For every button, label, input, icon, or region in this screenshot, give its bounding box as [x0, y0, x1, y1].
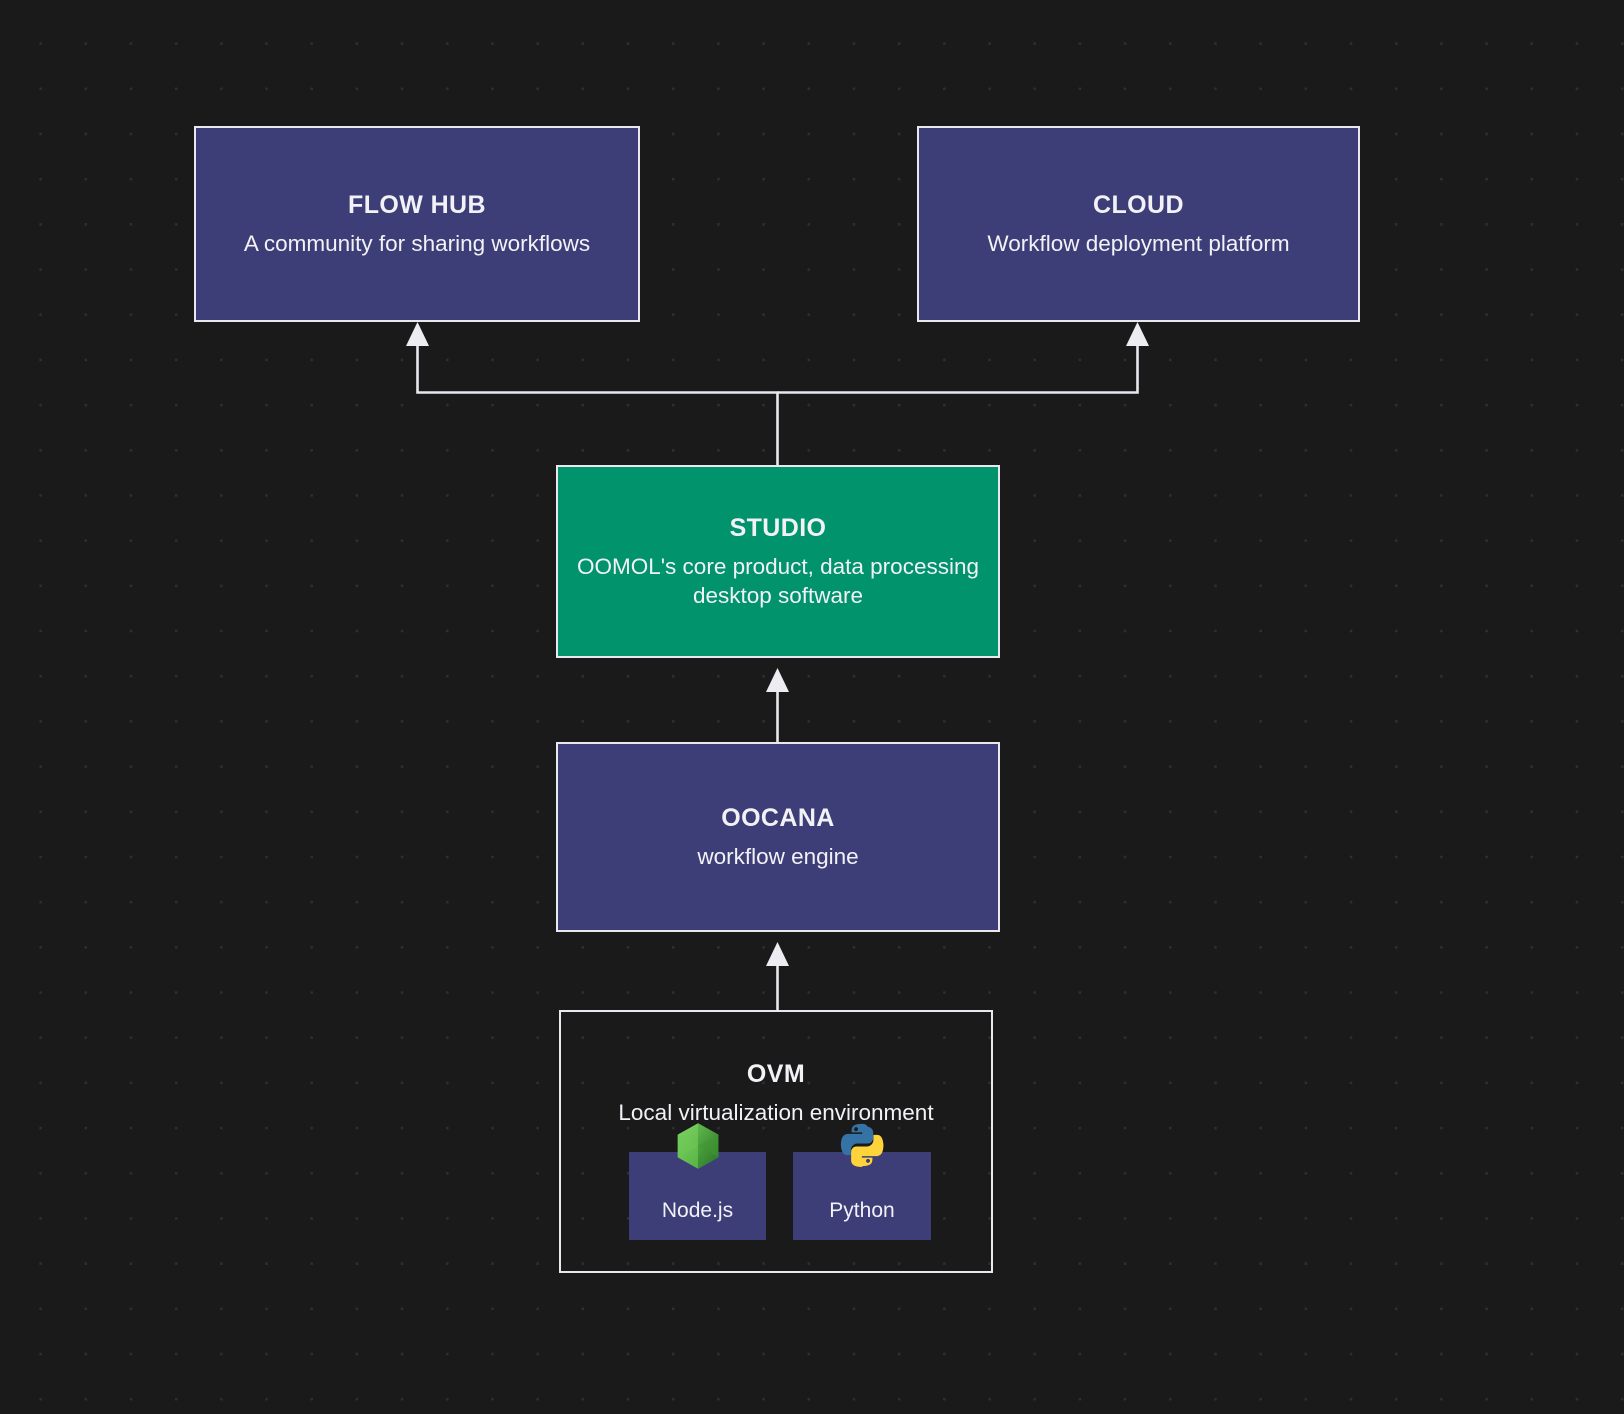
node-flow-hub-subtitle: A community for sharing workflows — [243, 231, 591, 257]
node-runtime-python[interactable]: Python — [793, 1123, 931, 1240]
node-ovm-subtitle: Local virtualization environment — [618, 1099, 934, 1125]
ovm-runtimes-row: Node.js Python — [629, 1123, 931, 1240]
edge-ovm-to-oocana — [766, 942, 789, 1010]
node-cloud[interactable]: CLOUD Workflow deployment platform — [917, 126, 1360, 322]
arrowhead-to-studio — [766, 668, 789, 692]
edge-oocana-to-studio — [766, 668, 789, 742]
node-runtime-nodejs[interactable]: Node.js — [629, 1123, 766, 1240]
node-studio-subtitle: OOMOL's core product, data processing de… — [577, 554, 979, 608]
node-studio-title: STUDIO — [729, 513, 827, 542]
node-oocana-title: OOCANA — [721, 803, 835, 832]
arrowhead-to-oocana — [766, 942, 789, 966]
node-runtime-nodejs-label: Node.js — [661, 1198, 734, 1222]
node-ovm-title: OVM — [746, 1060, 806, 1088]
node-cloud-subtitle: Workflow deployment platform — [987, 231, 1290, 257]
edge-studio-to-flowhub-and-cloud — [406, 322, 1149, 465]
node-ovm[interactable]: OVM Local virtualization environment — [559, 1010, 993, 1273]
arrowhead-to-cloud — [1126, 322, 1149, 346]
node-runtime-python-label: Python — [829, 1198, 895, 1222]
node-oocana[interactable]: OOCANA workflow engine — [556, 742, 1000, 932]
node-studio[interactable]: STUDIO OOMOL's core product, data proces… — [556, 465, 1000, 658]
node-flow-hub[interactable]: FLOW HUB A community for sharing workflo… — [194, 126, 640, 322]
node-cloud-title: CLOUD — [1093, 190, 1184, 219]
arrowhead-to-flowhub — [406, 322, 429, 346]
nodejs-hexagon-icon — [672, 1120, 724, 1172]
python-logo-icon — [836, 1120, 888, 1172]
node-oocana-subtitle: workflow engine — [697, 844, 859, 870]
node-flow-hub-title: FLOW HUB — [348, 190, 486, 219]
